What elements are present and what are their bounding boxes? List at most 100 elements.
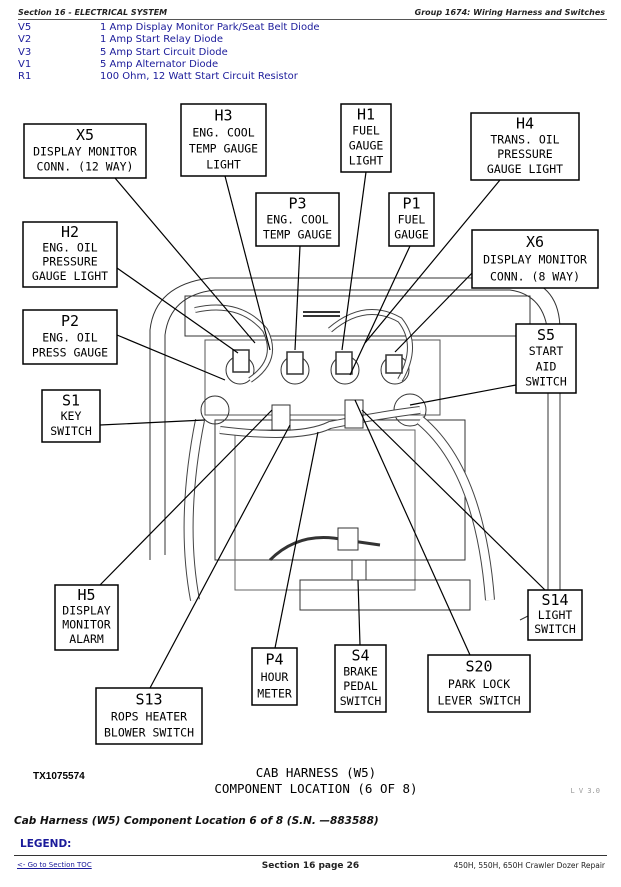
- callout-box: [527, 589, 583, 641]
- legend-desc: 1 Amp Start Relay Diode: [100, 34, 224, 46]
- callout-text: DISPLAY: [62, 603, 111, 617]
- figure-mark: L V 3.0: [570, 787, 600, 795]
- callout-code: X5: [76, 126, 94, 144]
- callout-text: HOUR: [261, 670, 289, 684]
- callout-text: SWITCH: [50, 424, 92, 438]
- callout-code: S14: [541, 591, 568, 609]
- footer-divider: [14, 855, 607, 856]
- callout-box: [334, 644, 387, 713]
- callout-box: [22, 221, 118, 288]
- callout-text: BLOWER SWITCH: [104, 725, 194, 739]
- legend-desc: 100 Ohm, 12 Watt Start Circuit Resistor: [100, 71, 298, 83]
- legend-code: R1: [18, 71, 32, 83]
- callout-code: H2: [61, 223, 79, 241]
- callout-code: S5: [537, 326, 555, 344]
- callout-text: TEMP GAUGE: [189, 141, 258, 155]
- callout-text: ENG. OIL: [42, 240, 97, 254]
- callout-text: TRANS. OIL: [490, 132, 559, 146]
- callout-text: AID: [536, 359, 557, 373]
- callout-code: H3: [214, 106, 232, 124]
- callout-code: P3: [288, 195, 306, 213]
- callout-code: S4: [351, 647, 369, 665]
- callout-text: METER: [257, 686, 292, 700]
- callout-code: H1: [357, 106, 375, 124]
- figure-title-line2: COMPONENT LOCATION (6 OF 8): [214, 781, 417, 796]
- callout-code: P2: [61, 312, 79, 330]
- figure-id: TX1075574: [33, 771, 85, 782]
- callout-box: [470, 112, 580, 181]
- callout-code: P1: [402, 195, 420, 213]
- callout-code: H5: [77, 586, 95, 604]
- callout-text: ALARM: [69, 632, 104, 646]
- callout-box: [388, 192, 435, 247]
- callout-box: [427, 654, 531, 713]
- callout-text: GAUGE LIGHT: [487, 162, 563, 176]
- callout-box: [251, 647, 298, 706]
- callout-text: LEVER SWITCH: [437, 693, 520, 707]
- header-divider: [18, 19, 607, 20]
- legend-code: V2: [18, 34, 32, 46]
- legend-heading: LEGEND:: [20, 838, 72, 850]
- callout-code: P4: [265, 651, 283, 669]
- callout-text: CONN. (8 WAY): [490, 269, 580, 283]
- callout-text: SWITCH: [534, 622, 576, 636]
- callout-text: DISPLAY MONITOR: [33, 144, 137, 158]
- callout-text: MONITOR: [62, 618, 111, 632]
- callout-text: ROPS HEATER: [111, 709, 187, 723]
- callout-text: PARK LOCK: [448, 677, 510, 691]
- callout-text: GAUGE LIGHT: [32, 269, 108, 283]
- callout-text: GAUGE: [394, 228, 429, 242]
- manual-title: 450H, 550H, 650H Crawler Dozer Repair: [453, 861, 605, 870]
- section-header: Section 16 - ELECTRICAL SYSTEM: [18, 8, 168, 17]
- callout-text: PEDAL: [343, 679, 378, 693]
- legend-code: V1: [18, 58, 32, 70]
- callout-box: [340, 103, 392, 173]
- callout-box: [54, 584, 119, 651]
- callout-box: [41, 389, 101, 443]
- callout-text: PRESSURE: [497, 147, 552, 161]
- callout-box: [22, 309, 118, 365]
- callout-text: PRESSURE: [42, 255, 97, 269]
- callout-text: KEY: [61, 409, 82, 423]
- callout-text: FUEL: [352, 124, 380, 138]
- callout-text: LIGHT: [206, 157, 241, 171]
- figure-caption: Cab Harness (W5) Component Location 6 of…: [14, 815, 379, 827]
- leader-lines: [99, 171, 546, 689]
- callout-code: S1: [62, 391, 80, 409]
- callout-text: ENG. COOL: [266, 213, 328, 227]
- callout-box: [180, 103, 267, 177]
- section-toc-link[interactable]: <- Go to Section TOC: [17, 861, 92, 869]
- group-header: Group 1674: Wiring Harness and Switches: [414, 8, 605, 17]
- page-number: Section 16 page 26: [261, 861, 360, 871]
- callout-text: LIGHT: [349, 154, 384, 168]
- callout-text: START: [529, 344, 564, 358]
- legend-desc: 5 Amp Alternator Diode: [100, 58, 219, 70]
- callout-text: FUEL: [398, 213, 426, 227]
- callout-text: PRESS GAUGE: [32, 346, 108, 360]
- legend-desc: 5 Amp Start Circuit Diode: [100, 46, 228, 58]
- legend-code: V5: [18, 22, 32, 33]
- callout-text: GAUGE: [349, 139, 384, 153]
- callout-text: CONN. (12 WAY): [37, 160, 134, 174]
- callout-box: [515, 323, 577, 394]
- legend-desc: 1 Amp Display Monitor Park/Seat Belt Dio…: [100, 22, 320, 33]
- callout-box: [23, 123, 147, 179]
- callout-text: LIGHT: [538, 608, 573, 622]
- callout-code: S13: [135, 690, 162, 708]
